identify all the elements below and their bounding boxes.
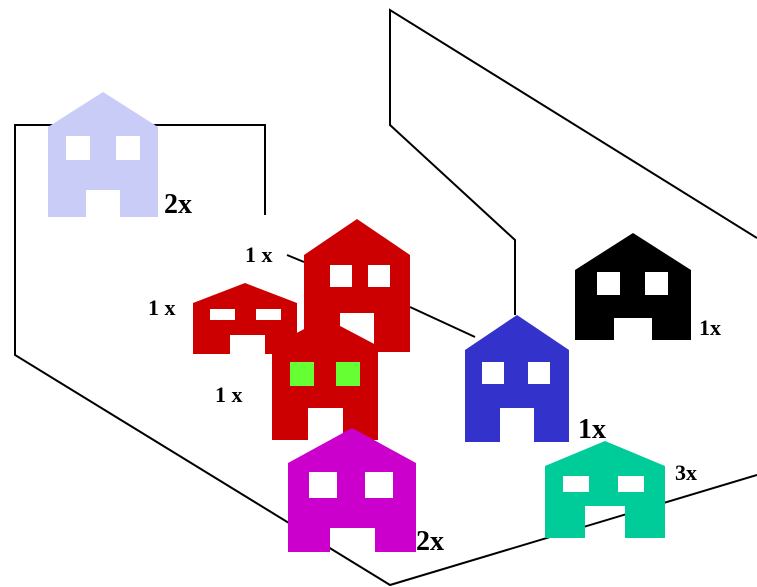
teal-house: 3x (545, 441, 697, 538)
red-house-green-windows-body (272, 318, 378, 440)
red-house-small-window-right (256, 309, 281, 320)
teal-house-window-left (563, 476, 589, 492)
red-house-top-body (304, 219, 410, 352)
red-house-small-body (193, 283, 297, 354)
lavender-house-label: 2x (164, 189, 192, 220)
connector-line-top-label (286, 254, 305, 263)
lavender-house-window-left (66, 136, 90, 160)
teal-house-label: 3x (675, 460, 697, 485)
blue-house-body (465, 315, 569, 442)
blue-house-label: 1x (578, 414, 606, 445)
connector-line-red-blue (409, 306, 476, 338)
teal-house-body (545, 441, 665, 538)
lavender-house: 2x (48, 92, 192, 220)
black-house-window-right (645, 272, 668, 295)
red-house-green-window-right (336, 362, 360, 386)
red-house-top: 1 x (245, 219, 410, 352)
red-house-top-window-right (368, 265, 390, 287)
blue-house-window-left (482, 362, 504, 384)
lavender-house-body (48, 92, 158, 217)
right-region-outline (389, 8, 757, 315)
red-house-small-window-left (210, 309, 235, 320)
magenta-house-window-right (365, 472, 393, 498)
magenta-house-label: 2x (416, 526, 444, 557)
black-house-body (575, 233, 691, 340)
magenta-house: 2x (288, 428, 444, 557)
red-house-small-label: 1 x (148, 295, 176, 320)
lavender-house-window-right (116, 136, 140, 160)
blue-house-window-right (528, 362, 550, 384)
magenta-house-window-left (309, 472, 337, 498)
black-house-label: 1x (699, 315, 721, 340)
black-house-window-left (597, 272, 620, 295)
red-house-green-window-left (290, 362, 314, 386)
red-house-top-window-left (330, 265, 352, 287)
red-house-small: 1 x (148, 283, 297, 354)
red-house-top-label: 1 x (245, 242, 273, 267)
magenta-house-body (288, 428, 416, 552)
teal-house-window-right (618, 476, 644, 492)
blue-house: 1x (465, 315, 606, 445)
red-house-green-windows: 1 x (215, 318, 378, 440)
black-house: 1x (575, 233, 721, 340)
left-region-outline (14, 124, 757, 587)
red-house-green-windows-label: 1 x (215, 382, 243, 407)
